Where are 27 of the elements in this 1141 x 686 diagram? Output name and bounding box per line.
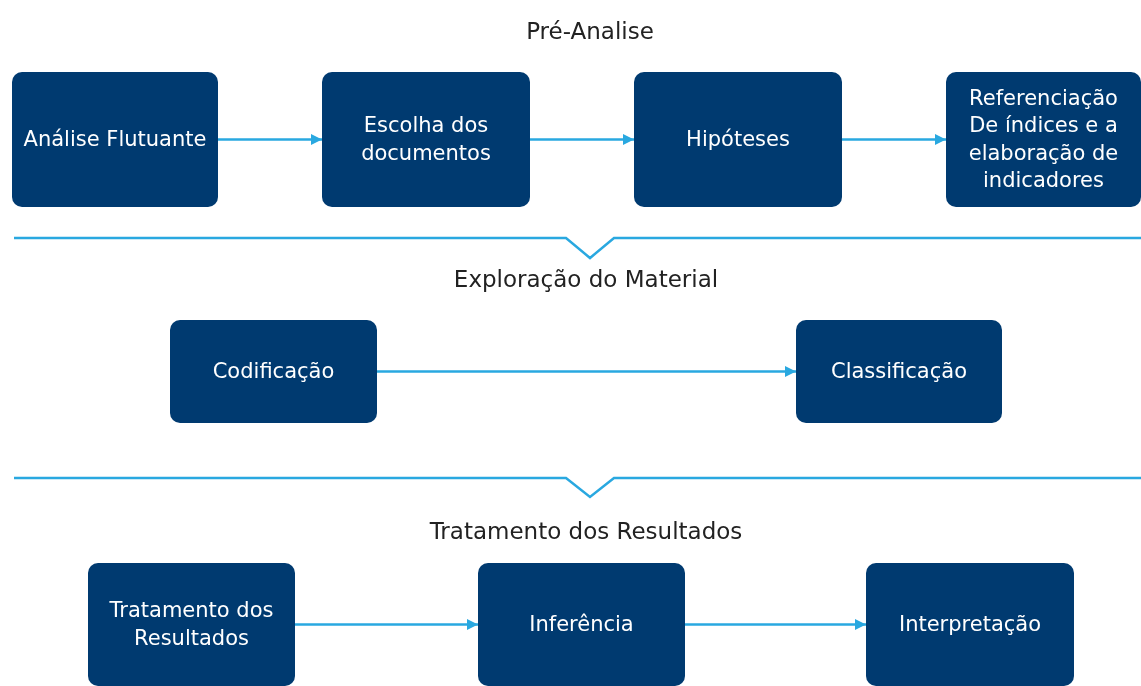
arrow	[842, 133, 946, 146]
arrow	[530, 133, 634, 146]
section-title: Exploração do Material	[453, 266, 719, 292]
box-label: Análise Flutuante	[23, 125, 207, 153]
box-label: Codificação	[212, 357, 335, 385]
box-label: Interpretação	[898, 610, 1042, 638]
section-title: Pré-Analise	[526, 18, 654, 44]
process-box	[634, 72, 842, 207]
arrow	[218, 133, 322, 146]
box-label: Inferência	[529, 610, 634, 638]
process-box	[478, 563, 685, 686]
process-box	[946, 72, 1141, 207]
process-box	[88, 563, 295, 686]
arrow	[685, 618, 866, 631]
box-label: Tratamento dos Resultados	[108, 597, 275, 652]
process-box	[170, 320, 377, 423]
arrow	[295, 618, 478, 631]
process-box	[796, 320, 1002, 423]
process-box	[322, 72, 530, 207]
box-label: Escolha dos documentos	[360, 112, 492, 167]
section-title: Tratamento dos Resultados	[429, 518, 743, 544]
box-label: Referenciação De índices e a elaboração de indicadores	[967, 84, 1120, 194]
box-label: Classificação	[831, 357, 967, 385]
box-label: Hipóteses	[686, 125, 790, 153]
process-box	[866, 563, 1074, 686]
process-box	[12, 72, 218, 207]
arrow	[377, 365, 796, 378]
